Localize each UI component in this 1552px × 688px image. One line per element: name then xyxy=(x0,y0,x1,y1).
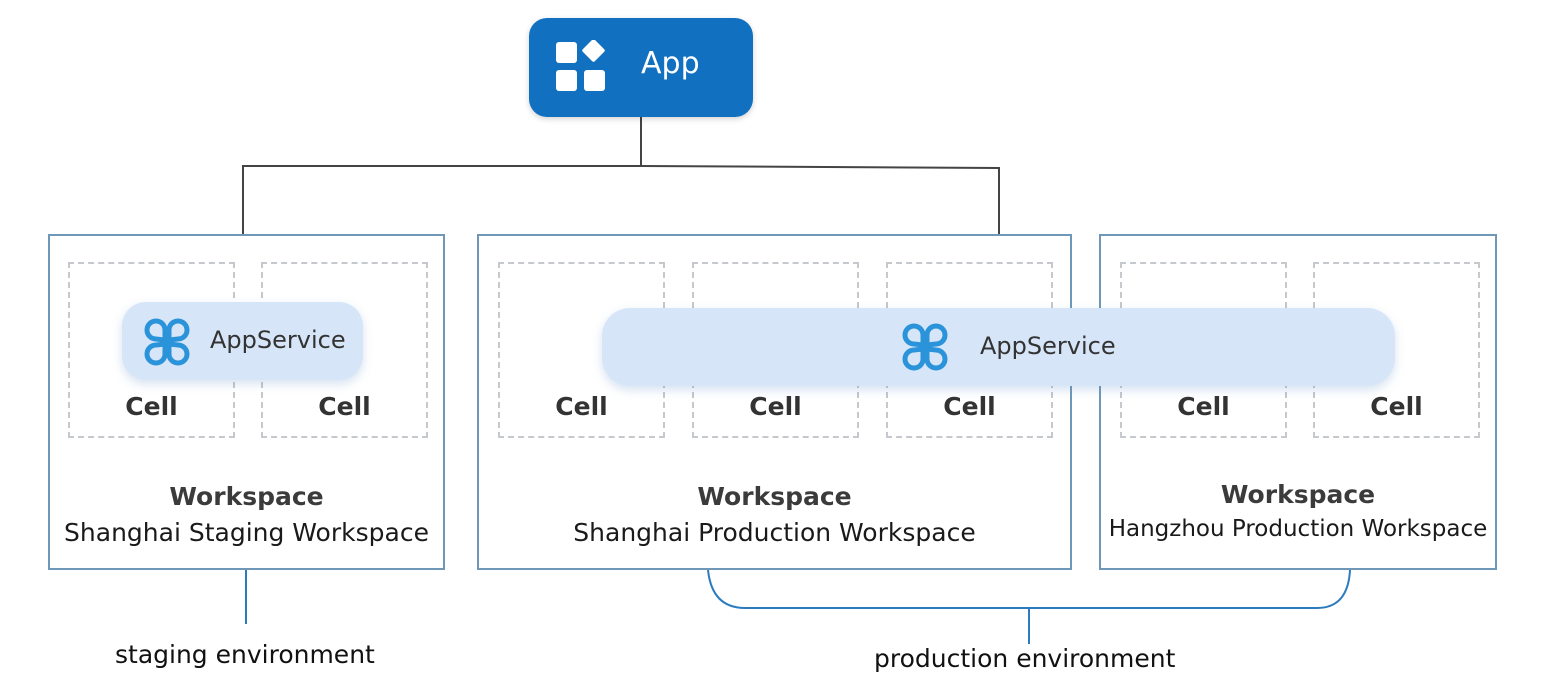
grid-diamond-icon xyxy=(556,40,605,91)
appservice-staging[interactable]: AppService xyxy=(122,302,363,380)
cell-label: Cell xyxy=(1370,392,1423,421)
production-env-bracket xyxy=(707,569,1351,609)
staging-environment-label: staging environment xyxy=(115,640,375,669)
cell-label: Cell xyxy=(749,392,802,421)
app-label: App xyxy=(641,46,700,81)
cell-label: Cell xyxy=(125,392,178,421)
cell-label: Cell xyxy=(1177,392,1230,421)
workspace-shanghai-production[interactable]: Cell Cell Cell Workspace Shanghai Produc… xyxy=(477,234,1072,570)
workspace-type: Workspace xyxy=(169,482,324,511)
cell[interactable]: Cell xyxy=(261,262,428,438)
appservice-label: AppService xyxy=(210,326,346,354)
workspace-type: Workspace xyxy=(1220,480,1376,509)
workspace-name: Shanghai Production Workspace xyxy=(573,518,976,547)
workspace-type: Workspace xyxy=(697,482,852,511)
workspace-name: Hangzhou Production Workspace xyxy=(1108,516,1488,542)
appservice-production[interactable]: AppService xyxy=(602,308,1395,386)
workspace-shanghai-staging[interactable]: Cell Cell Workspace Shanghai Staging Wor… xyxy=(48,234,445,570)
production-environment-label: production environment xyxy=(874,644,1176,673)
app-node[interactable]: App xyxy=(529,18,753,117)
workspace-name: Shanghai Staging Workspace xyxy=(64,518,429,547)
appservice-label: AppService xyxy=(980,332,1116,360)
clover-icon xyxy=(144,318,190,366)
clover-icon xyxy=(902,323,948,371)
workspace-hangzhou-production[interactable]: Cell Cell Workspace Hangzhou Production … xyxy=(1099,234,1497,570)
cell-label: Cell xyxy=(943,392,996,421)
connector-app-to-staging xyxy=(242,117,642,305)
cell-label: Cell xyxy=(555,392,608,421)
cell-label: Cell xyxy=(318,392,371,421)
